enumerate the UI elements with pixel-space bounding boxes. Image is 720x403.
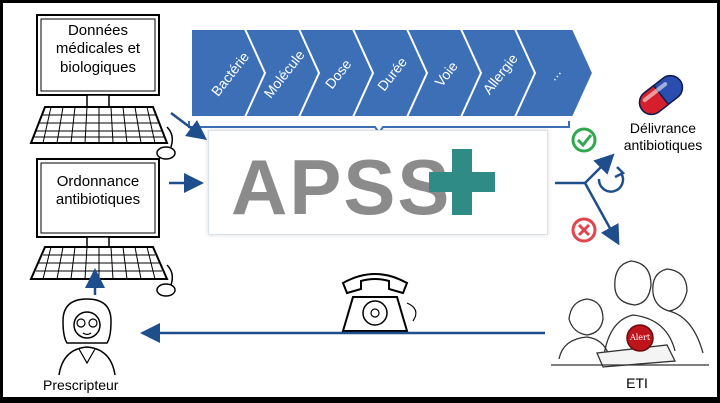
cross-circle-icon [571, 217, 597, 243]
criteria-chevron: Molécule [243, 28, 325, 118]
criteria-chevron: ... [513, 28, 595, 118]
prescriber-label: Prescripteur [43, 377, 119, 393]
doctor-icon [58, 298, 116, 376]
pill-icon [638, 74, 684, 116]
computer-icon [29, 14, 176, 160]
alert-badge-label: Alert [629, 333, 651, 342]
data-arrow [170, 112, 207, 140]
check-circle-icon [571, 127, 597, 153]
computer-icon [29, 158, 176, 297]
apss-brand-text: APSS [231, 143, 452, 231]
criteria-chevron: Bactérie [190, 28, 271, 118]
eti-label: ETI [626, 375, 648, 391]
delivery-arrow [584, 153, 615, 184]
telephone-icon [341, 273, 417, 332]
prescription-label: Ordonnance antibiotiques [55, 173, 141, 209]
delivery-label: Délivrance antibiotiques [623, 120, 703, 154]
medical-data-label: Données médicales et biologiques [55, 22, 141, 76]
apss-logo-box: APSS [208, 130, 548, 235]
plus-icon [429, 149, 495, 215]
loop-arrow-icon [597, 166, 626, 193]
alert-arrow [583, 182, 620, 246]
criteria-chevron: Durée [351, 28, 433, 118]
team-icon [551, 260, 709, 368]
